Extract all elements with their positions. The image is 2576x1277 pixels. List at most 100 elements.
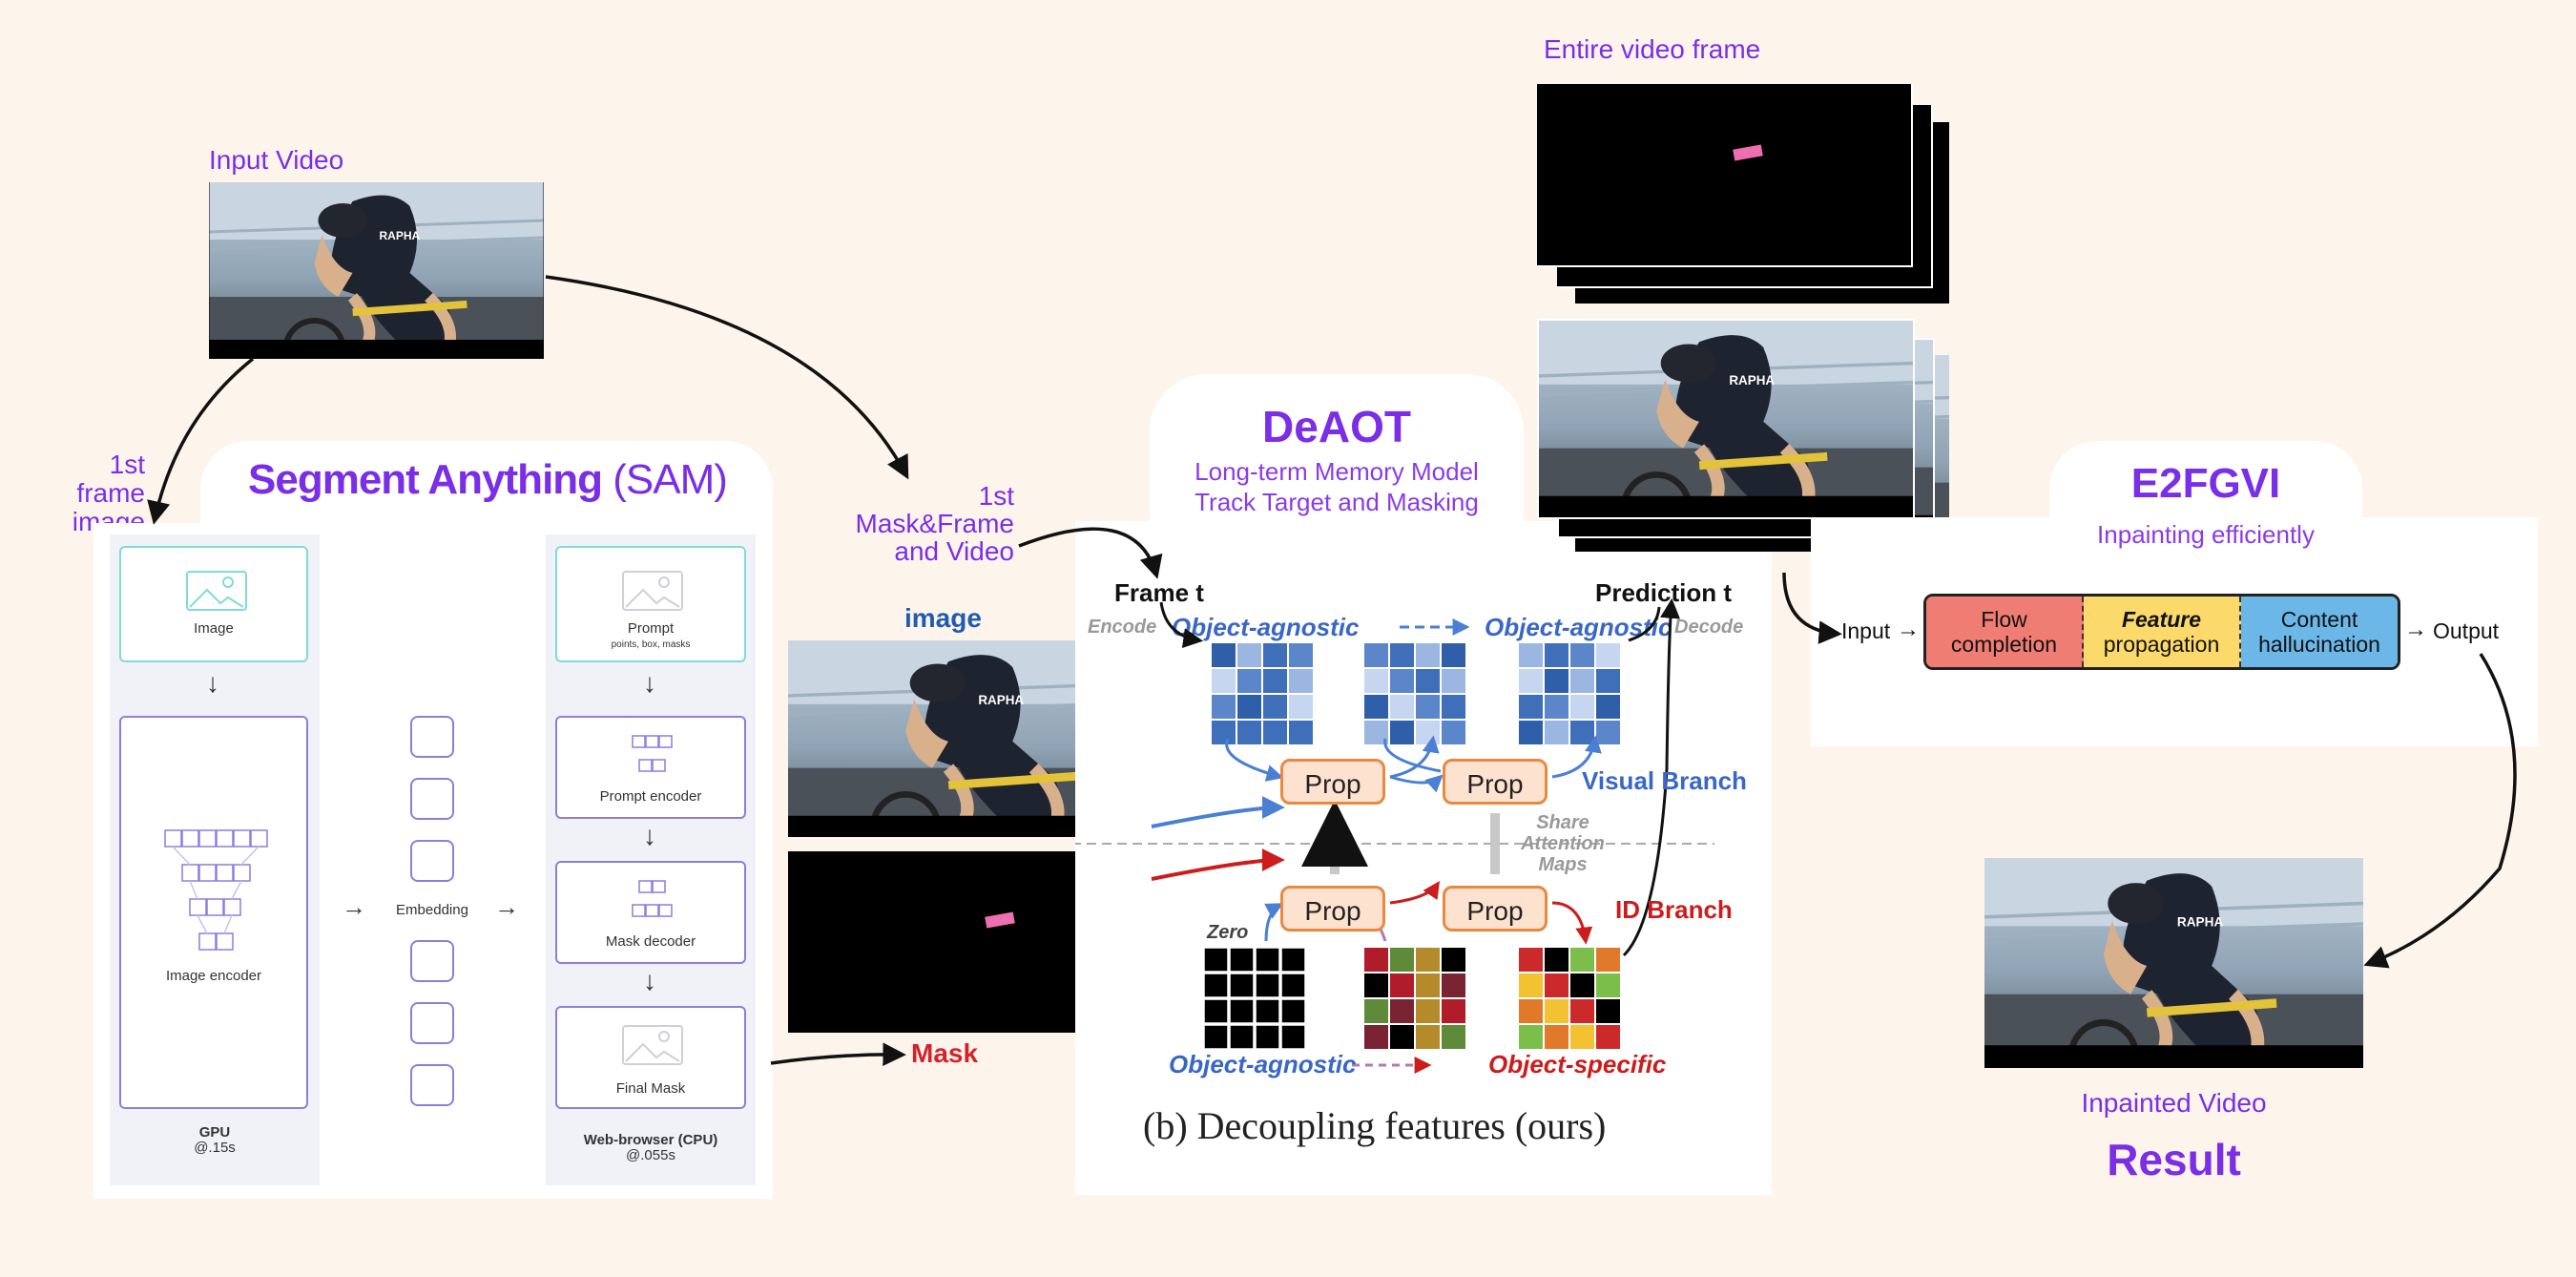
input-video-thumbnail[interactable] [209,182,544,359]
grid-cell [1545,721,1568,744]
gpu-time: @.15s [194,1140,236,1156]
grid-cell [1416,973,1440,997]
grid-cell [1263,721,1287,744]
grid-cell [1237,643,1261,667]
grid-cell [1203,1024,1229,1050]
mask-blob [985,911,1015,929]
grid-cell [1442,948,1465,972]
grid-cell [1545,1025,1568,1049]
grid-cell [1545,695,1568,719]
grid-cell [1596,1025,1620,1049]
grid-cell [1390,973,1414,997]
image-icon [186,571,247,611]
grid-cell [1570,973,1594,997]
grid-cell [1289,643,1313,667]
image-icon [622,571,683,611]
right-arrow-icon: → [2404,617,2427,642]
grid-cell [1229,973,1255,998]
grid-cell [1255,1024,1280,1050]
mask-decoder-icon [632,880,673,917]
right-arrow-icon: → [342,892,366,921]
grid-cell [1280,947,1306,973]
grid-cell [1442,695,1465,719]
grid-cell [1237,721,1261,744]
mask-label: Mask [911,1038,979,1068]
grid-cell [1570,721,1594,744]
grid-cell [1229,998,1255,1024]
sam-mask-decoder-box: Mask decoder [555,861,746,964]
grid-cell [1596,721,1620,744]
grid-cell [1364,643,1388,667]
right-arrow-icon: → [1897,617,1920,642]
object-agnostic-label: Object-agnostic [1169,1050,1357,1078]
e2fgvi-input-label: Input [1841,618,1891,643]
grid-cell [1280,973,1306,998]
grid-cell [1545,948,1568,972]
embedding-token [410,1002,454,1044]
visual-feature-grids [1212,643,1620,744]
input-video-label: Input Video [209,145,344,175]
grid-cell [1519,695,1543,719]
video-frame-stack[interactable] [1537,319,1915,519]
sam-prompt-box: Prompt points, box, masks [555,546,746,662]
grid-cell [1416,669,1440,693]
grid-cell [1596,948,1620,972]
sam-prompt-encoder-box: Prompt encoder [555,716,746,819]
share-attention-label: Share Attention Maps [1521,812,1605,875]
inpainted-video-thumbnail[interactable] [1984,858,2363,1068]
grid-cell [1545,973,1568,997]
prop-block: Prop [1443,759,1548,805]
grid-cell [1442,1025,1465,1049]
grid-cell [1263,643,1287,667]
grid-cell [1237,695,1261,719]
grid-cell [1255,973,1280,998]
grid-cell [1519,948,1543,972]
visual-branch-label: Visual Branch [1582,766,1747,795]
grid-cell [1364,999,1388,1023]
grid-cell [1255,947,1280,973]
embedding-token [410,840,454,882]
encode-label: Encode [1088,617,1157,638]
grid-cell [1289,669,1313,693]
grid-cell [1364,695,1388,719]
sam-final-mask-box: Final Mask [555,1006,746,1109]
grid-cell [1263,669,1287,693]
grid-cell [1570,999,1594,1023]
grid-cell [1203,973,1229,998]
grid-cell [1416,999,1440,1023]
grid-cell [1442,999,1465,1023]
grid-cell [1442,973,1465,997]
grid-cell [1255,998,1280,1024]
grid-cell [1390,695,1414,719]
grid-cell [1212,695,1236,719]
inpainted-video-label: Inpainted Video [2081,1088,2267,1118]
image-icon [622,1025,683,1065]
grid-cell [1596,973,1620,997]
deaot-diagram [1075,597,1714,1074]
grid-cell [1364,973,1388,997]
grid-cell [1519,721,1543,744]
result-label: Result [2107,1135,2241,1184]
embedding-token [410,716,454,758]
grid-cell [1390,999,1414,1023]
e2fgvi-title: E2FGVI [2130,460,2281,507]
grid-cell [1280,1024,1306,1050]
mask-blob [1733,144,1763,161]
grid-cell [1212,669,1236,693]
encoder-layers-icon [164,829,268,951]
grid-cell [1442,669,1465,693]
grid-cell [1364,669,1388,693]
grid-cell [1519,1025,1543,1049]
grid-cell [1519,669,1543,693]
embedding-label: Embedding [396,902,468,918]
mask-frame-stack[interactable] [1537,84,1913,267]
grid-cell [1203,998,1229,1024]
id-branch-label: ID Branch [1615,895,1733,924]
grid-cell [1364,1025,1388,1049]
prop-block: Prop [1443,886,1548,932]
grid-cell [1212,721,1236,744]
image-label: image [904,603,982,633]
grid-cell [1570,948,1594,972]
grid-cell [1280,998,1306,1024]
